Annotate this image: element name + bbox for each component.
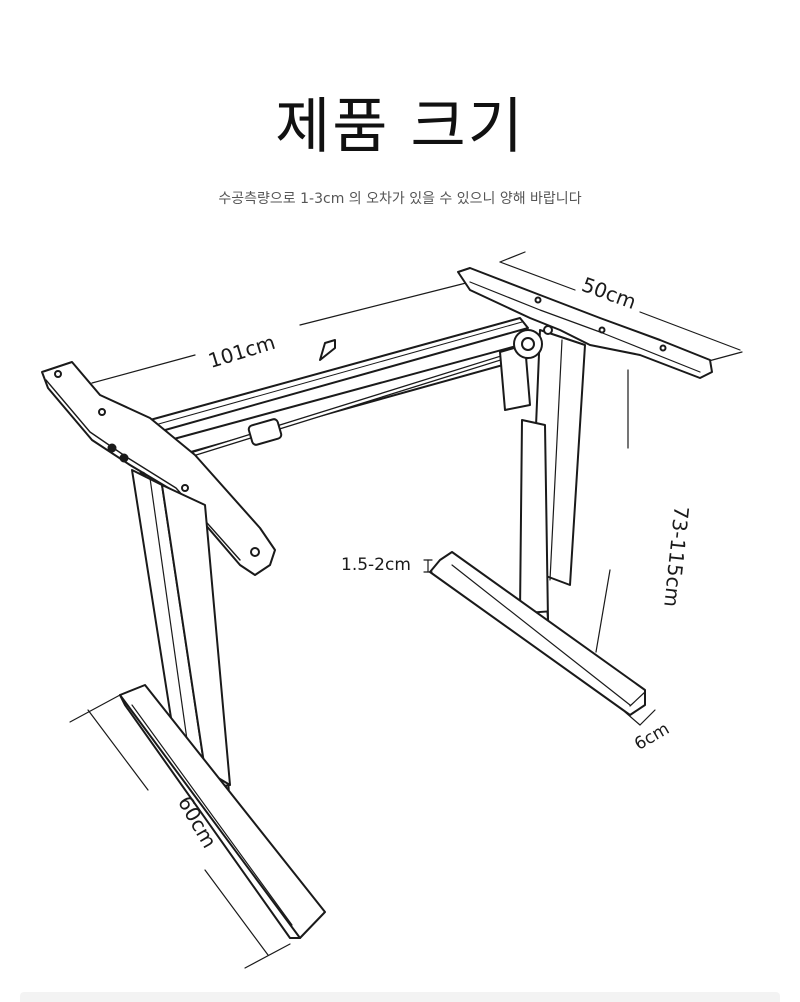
left-foot [119,684,326,939]
left-column-lower [161,484,231,786]
back-crossbar [149,317,529,433]
foot-thickness-marker [423,559,433,573]
label-width: 101cm [205,330,278,373]
label-foot-width: 6cm [631,719,673,755]
right-top-bracket [457,267,713,379]
label-depth-top: 50cm [579,272,640,314]
depth-dimension-line [499,251,743,363]
page-title: 제품 크기 [275,92,525,162]
crossbar-bracket [319,339,336,361]
foot-width-marker [624,709,656,726]
label-foot-thickness: 1.5-2cm [341,555,411,575]
width-dimension-line [91,281,471,384]
right-column-lower [519,419,549,621]
height-dimension-line [595,369,629,653]
measurement-note: 수공측량으로 1-3cm 의 오차가 있을 수 있으니 양해 바랍니다 [218,191,582,207]
motor-housing [247,418,283,446]
label-height: 73-115cm [659,505,693,608]
foot-length-dimension-line [69,694,291,969]
bottom-divider [20,992,780,1002]
